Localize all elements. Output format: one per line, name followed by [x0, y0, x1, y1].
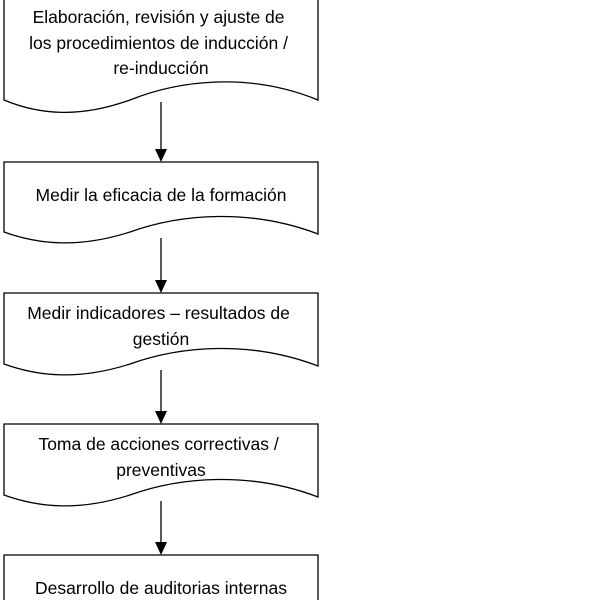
step-elaboracion-procedimientos: Elaboración, revisión y ajuste de los pr… [3, 0, 319, 114]
document-shape [3, 292, 319, 376]
arrow-2-3 [155, 238, 167, 293]
step-medir-eficacia: Medir la eficacia de la formación [3, 161, 319, 244]
step-label: Toma de acciones correctivas / preventiv… [38, 434, 283, 480]
document-shape [3, 161, 319, 244]
document-shape [3, 0, 319, 114]
document-shape [3, 423, 319, 507]
step-acciones-correctivas: Toma de acciones correctivas / preventiv… [3, 423, 319, 507]
arrow-1-2 [155, 102, 167, 162]
document-shape [3, 554, 319, 600]
step-label: Medir indicadores – resultados de gestió… [27, 303, 295, 349]
step-label: Elaboración, revisión y ajuste de los pr… [29, 7, 293, 78]
arrow-3-4 [155, 370, 167, 424]
step-label: Medir la eficacia de la formación [36, 185, 287, 205]
step-label: Desarrollo de auditorias internas [35, 578, 287, 598]
step-medir-indicadores: Medir indicadores – resultados de gestió… [3, 292, 319, 376]
arrow-4-5 [155, 501, 167, 555]
step-auditorias-internas: Desarrollo de auditorias internas [3, 554, 319, 600]
